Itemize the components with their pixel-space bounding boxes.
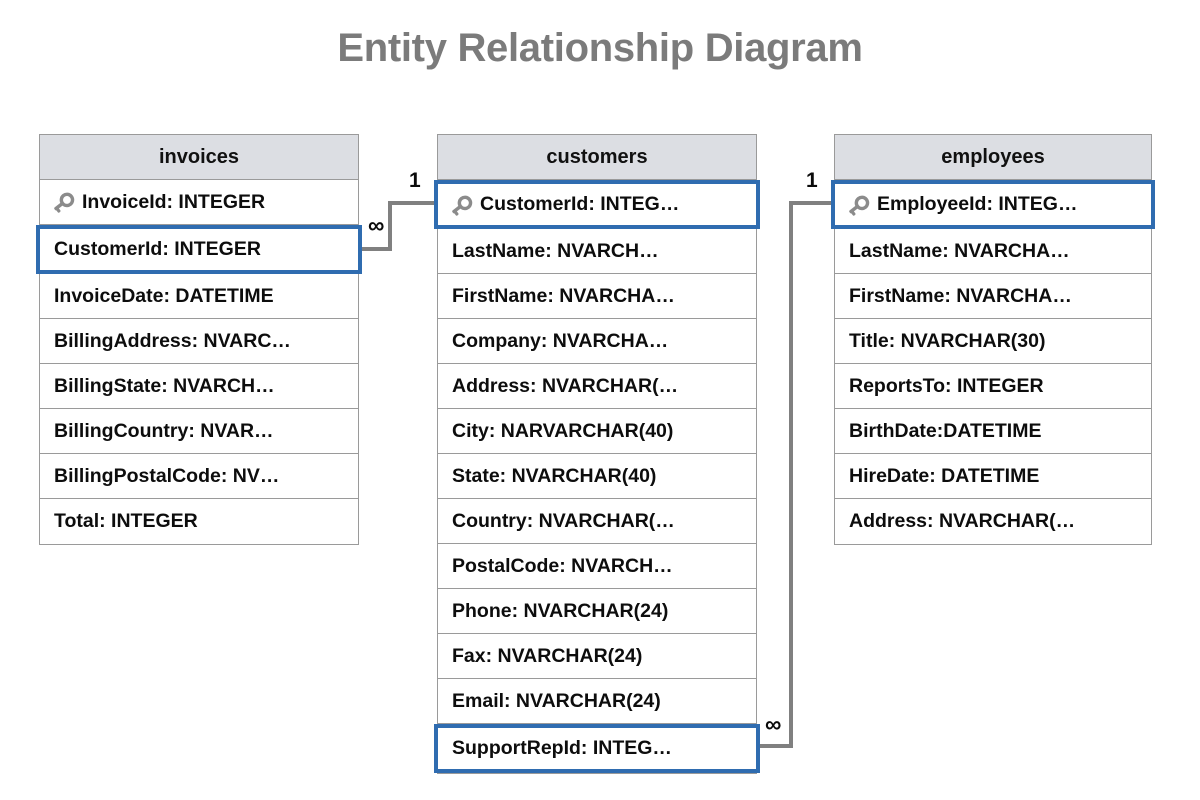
field-customers-postalcode[interactable]: PostalCode: NVARCH…: [438, 544, 756, 589]
field-label: PostalCode: NVARCH…: [452, 554, 673, 577]
cardinality-employees-one: 1: [806, 169, 818, 192]
field-label: BillingPostalCode: NV…: [54, 464, 280, 487]
field-customers-firstname[interactable]: FirstName: NVARCHA…: [438, 274, 756, 319]
field-label: BillingState: NVARCH…: [54, 374, 275, 397]
page-title: Entity Relationship Diagram: [337, 26, 863, 70]
field-label: SupportRepId: INTEG…: [452, 737, 672, 759]
field-customers-state[interactable]: State: NVARCHAR(40): [438, 454, 756, 499]
field-label: Title: NVARCHAR(30): [849, 329, 1046, 352]
field-label: Country: NVARCHAR(…: [452, 509, 675, 532]
field-label: State: NVARCHAR(40): [452, 464, 657, 487]
entity-customers[interactable]: customers CustomerId: INTEG… LastName: N…: [434, 134, 760, 774]
field-label: Address: NVARCHAR(…: [452, 374, 679, 397]
entity-employees-title: employees: [835, 135, 1151, 180]
entity-invoices-title: invoices: [40, 135, 358, 180]
field-label: InvoiceDate: DATETIME: [54, 284, 274, 307]
cardinality-customers-one: 1: [409, 169, 421, 192]
field-customers-supportrepid[interactable]: SupportRepId: INTEG…: [434, 724, 760, 773]
entity-employees[interactable]: employees EmployeeId: INTEG… LastName: N…: [831, 134, 1155, 545]
field-invoices-billingcountry[interactable]: BillingCountry: NVAR…: [40, 409, 358, 454]
field-employees-address[interactable]: Address: NVARCHAR(…: [835, 499, 1151, 544]
field-label: City: NARVARCHAR(40): [452, 419, 674, 442]
relationship-line-customers-employees-seg1: [757, 744, 793, 748]
field-label: FirstName: NVARCHA…: [452, 284, 675, 307]
key-icon: [50, 192, 76, 214]
field-label: InvoiceId: INTEGER: [82, 190, 266, 213]
field-label: Address: NVARCHAR(…: [849, 510, 1076, 532]
field-employees-lastname[interactable]: LastName: NVARCHA…: [835, 229, 1151, 274]
cardinality-customers-many: ∞: [765, 711, 782, 737]
field-employees-title[interactable]: Title: NVARCHAR(30): [835, 319, 1151, 364]
field-label: LastName: NVARCH…: [452, 239, 659, 262]
field-customers-city[interactable]: City: NARVARCHAR(40): [438, 409, 756, 454]
field-customers-lastname[interactable]: LastName: NVARCH…: [438, 229, 756, 274]
field-label: BillingAddress: NVARC…: [54, 329, 291, 352]
field-label: Phone: NVARCHAR(24): [452, 599, 669, 622]
relationship-line-invoices-customers-seg1: [359, 247, 392, 251]
field-label: CustomerId: INTEGER: [54, 238, 261, 260]
field-employees-reportsto[interactable]: ReportsTo: INTEGER: [835, 364, 1151, 409]
field-employees-birthdate[interactable]: BirthDate:DATETIME: [835, 409, 1151, 454]
field-label: BirthDate:DATETIME: [849, 419, 1042, 442]
field-employees-hiredate[interactable]: HireDate: DATETIME: [835, 454, 1151, 499]
field-label: FirstName: NVARCHA…: [849, 284, 1072, 307]
cardinality-invoices-many: ∞: [368, 212, 385, 238]
field-label: Fax: NVARCHAR(24): [452, 644, 643, 667]
field-label: HireDate: DATETIME: [849, 464, 1040, 487]
field-customers-phone[interactable]: Phone: NVARCHAR(24): [438, 589, 756, 634]
field-employees-firstname[interactable]: FirstName: NVARCHA…: [835, 274, 1151, 319]
field-customers-address[interactable]: Address: NVARCHAR(…: [438, 364, 756, 409]
field-customers-company[interactable]: Company: NVARCHA…: [438, 319, 756, 364]
entity-invoices[interactable]: invoices InvoiceId: INTEGER CustomerId: …: [36, 134, 362, 545]
field-label: Company: NVARCHA…: [452, 329, 669, 352]
field-label: CustomerId: INTEG…: [480, 193, 680, 215]
field-label: ReportsTo: INTEGER: [849, 374, 1044, 397]
key-icon: [448, 195, 474, 217]
field-label: Total: INTEGER: [54, 510, 198, 532]
entity-customers-title: customers: [438, 135, 756, 180]
key-icon: [845, 195, 871, 217]
field-employees-employeeid[interactable]: EmployeeId: INTEG…: [831, 180, 1155, 229]
relationship-line-customers-employees-seg3: [789, 201, 835, 205]
field-invoices-customerid[interactable]: CustomerId: INTEGER: [36, 225, 362, 274]
relationship-line-customers-employees-seg2: [789, 201, 793, 748]
relationship-line-invoices-customers-seg3: [388, 201, 438, 205]
field-invoices-billingpostalcode[interactable]: BillingPostalCode: NV…: [40, 454, 358, 499]
field-invoices-billingstate[interactable]: BillingState: NVARCH…: [40, 364, 358, 409]
field-label: Email: NVARCHAR(24): [452, 689, 661, 712]
field-invoices-invoicedate[interactable]: InvoiceDate: DATETIME: [40, 274, 358, 319]
field-customers-customerid[interactable]: CustomerId: INTEG…: [434, 180, 760, 229]
field-invoices-invoiceid[interactable]: InvoiceId: INTEGER: [40, 180, 358, 225]
field-invoices-billingaddress[interactable]: BillingAddress: NVARC…: [40, 319, 358, 364]
field-customers-fax[interactable]: Fax: NVARCHAR(24): [438, 634, 756, 679]
field-invoices-total[interactable]: Total: INTEGER: [40, 499, 358, 544]
relationship-line-invoices-customers-seg2: [388, 201, 392, 251]
field-customers-country[interactable]: Country: NVARCHAR(…: [438, 499, 756, 544]
field-label: LastName: NVARCHA…: [849, 239, 1070, 262]
field-label: EmployeeId: INTEG…: [877, 193, 1078, 215]
field-customers-email[interactable]: Email: NVARCHAR(24): [438, 679, 756, 724]
field-label: BillingCountry: NVAR…: [54, 419, 274, 442]
